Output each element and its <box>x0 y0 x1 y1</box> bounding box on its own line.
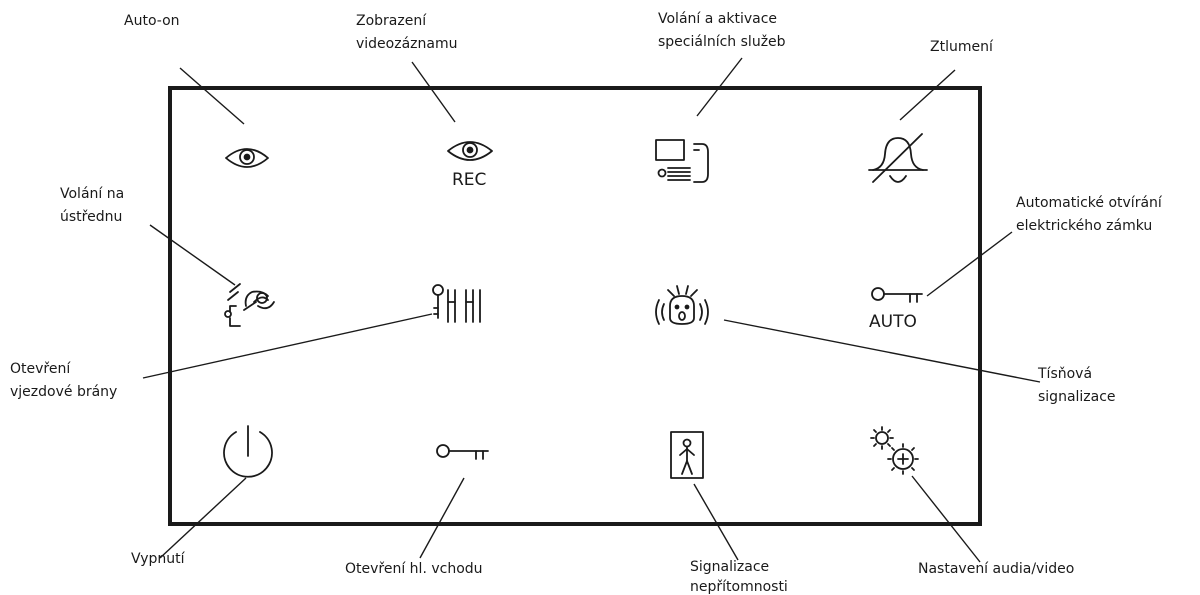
label-call-switchboard-1: Volání na <box>60 186 125 202</box>
leader-mute <box>899 69 956 121</box>
label-auto-lock-1: Automatické otvírání <box>1016 195 1162 211</box>
leader-open-gate <box>142 313 433 379</box>
label-absence-1: Signalizace <box>690 559 770 575</box>
switchboard-call-icon[interactable] <box>224 283 275 327</box>
label-special-services-2: speciálních služeb <box>658 34 786 50</box>
intercom-icon[interactable] <box>655 139 709 183</box>
panel-frame <box>168 86 982 526</box>
person-door-icon[interactable] <box>670 431 704 479</box>
leader-open-main <box>419 477 465 559</box>
auto-text: AUTO <box>869 312 917 332</box>
leader-absence <box>693 483 739 561</box>
label-video-rec-2: videozáznamu <box>356 36 458 52</box>
gate-icon[interactable] <box>432 284 481 323</box>
leader-call-switchboard <box>149 224 236 286</box>
leader-av-settings <box>911 475 981 563</box>
key-icon[interactable] <box>436 444 489 460</box>
leader-power-off <box>159 477 247 559</box>
label-absence-2: nepřítomnosti <box>690 579 788 595</box>
label-power-off: Vypnutí <box>131 551 185 567</box>
label-auto-lock-2: elektrického zámku <box>1016 218 1153 234</box>
label-panic-2: signalizace <box>1038 389 1116 405</box>
eye-icon[interactable] <box>225 148 269 168</box>
label-open-gate-2: vjezdové brány <box>10 384 118 400</box>
label-auto-on: Auto-on <box>124 13 180 29</box>
leader-auto-on <box>179 67 245 125</box>
label-call-switchboard-2: ústřednu <box>60 209 123 225</box>
eye-rec-icon[interactable] <box>447 141 493 161</box>
label-open-main-entrance: Otevření hl. vchodu <box>345 561 483 577</box>
panic-alarm-icon[interactable] <box>655 285 709 325</box>
brightness-icon[interactable] <box>870 426 919 475</box>
label-special-services-1: Volání a aktivace <box>658 11 778 27</box>
leader-auto-lock <box>926 231 1013 297</box>
label-open-gate-1: Otevření <box>10 361 71 377</box>
leader-video-rec <box>411 61 456 123</box>
label-panic-1: Tísňová <box>1038 366 1093 382</box>
label-mute: Ztlumení <box>930 39 993 55</box>
rec-text: REC <box>452 170 486 190</box>
leader-panic <box>723 319 1041 383</box>
key-auto-icon[interactable] <box>871 287 923 303</box>
leader-special-services <box>696 57 743 117</box>
power-icon[interactable] <box>223 425 273 478</box>
bell-muted-icon[interactable] <box>868 133 928 183</box>
label-video-rec-1: Zobrazení <box>356 13 427 29</box>
label-av-settings: Nastavení audia/video <box>918 561 1075 577</box>
